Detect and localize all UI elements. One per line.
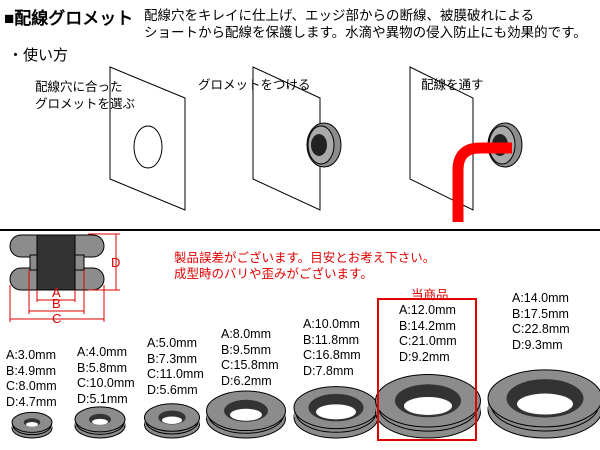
cross-section-diagram [9,233,120,322]
label-d: D [111,255,120,270]
label-b: B [52,296,61,311]
howto-heading: ・使い方 [8,47,69,64]
grommet-size-2-icon [74,406,126,439]
note-line: 製品誤差がございます。目安とお考え下さい。 [174,251,436,265]
description: 配線穴をキレイに仕上げ、エッジ部からの断線、被膜破れによる ショートから配線を保… [144,7,587,41]
step-text: グロメットを選ぶ [35,97,136,111]
grommet-wire-icon [452,122,523,222]
label-c: C [52,311,61,326]
grommet-size-6-icon [375,373,481,439]
page-title: ■配線グロメット [4,9,134,28]
step-text: 配線穴に合った [35,80,123,94]
grommet-size-1-icon [11,411,53,439]
current-product-highlight [377,298,477,441]
label-a: A [52,285,61,300]
grommet-size-3-icon [144,403,200,439]
step-3-label: 配線を通す [421,78,484,92]
description-line: ショートから配線を保護します。水滴や異物の侵入防止にも効果的です。 [144,25,587,40]
panel-step-2 [252,66,321,211]
note-line: 成型時のバリや歪みがございます。 [174,267,373,281]
wire [452,142,512,222]
grommet-mounted-icon [306,122,342,168]
grommet-size-4-icon [206,390,286,439]
hole-icon [133,125,163,169]
grommet-size-5-icon [293,386,379,439]
grommet-size-7-icon [487,369,600,439]
step-2-label: グロメットをつける [198,78,311,92]
notes: 製品誤差がございます。目安とお考え下さい。 成型時のバリや歪みがございます。 [174,250,435,282]
step-1-label: 配線穴に合った グロメットを選ぶ [35,79,135,113]
description-line: 配線穴をキレイに仕上げ、エッジ部からの断線、被膜破れによる [144,8,535,23]
